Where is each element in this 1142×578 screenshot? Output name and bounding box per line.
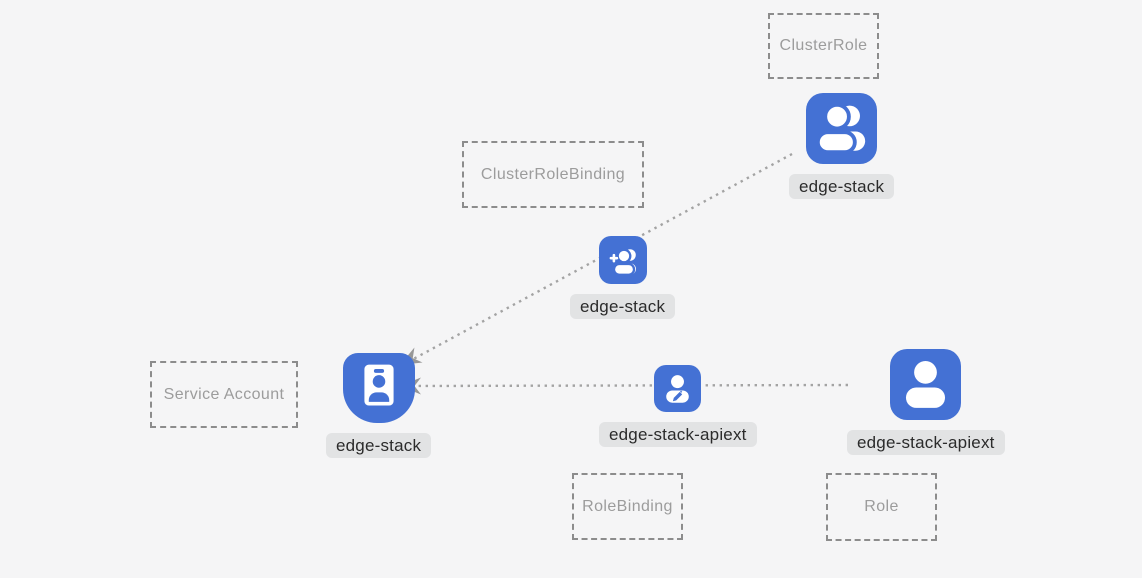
- user-add-icon[interactable]: [598, 236, 647, 284]
- type-box-label: ClusterRole: [779, 37, 868, 54]
- type-box-clusterrolebinding: ClusterRoleBinding: [462, 141, 644, 208]
- node-rolebinding[interactable]: edge-stack-apiext: [599, 365, 757, 448]
- type-box-clusterrole: ClusterRole: [768, 13, 879, 79]
- id-badge-icon-glyph: [363, 364, 394, 406]
- node-clusterrole-subject[interactable]: edge-stack: [789, 93, 895, 200]
- user-edit-icon-glyph: [666, 375, 690, 403]
- node-label: edge-stack: [789, 174, 895, 200]
- node-serviceaccount[interactable]: edge-stack: [326, 353, 432, 459]
- user-icon[interactable]: [890, 349, 962, 420]
- node-label: edge-stack-apiext: [599, 422, 757, 448]
- users-icon[interactable]: [806, 93, 878, 164]
- type-box-label: Role: [864, 498, 899, 515]
- node-label: edge-stack: [326, 433, 432, 459]
- node-label: edge-stack: [570, 294, 676, 320]
- node-clusterrolebinding[interactable]: edge-stack: [570, 236, 676, 320]
- type-box-label: RoleBinding: [582, 497, 673, 515]
- connector-clusterrole-to-serviceaccount: [405, 152, 793, 365]
- user-add-icon-glyph: [609, 248, 636, 276]
- node-label: edge-stack-apiext: [847, 430, 1005, 456]
- type-box-role: Role: [826, 473, 937, 541]
- node-role-subject[interactable]: edge-stack-apiext: [847, 349, 1005, 456]
- type-box-label: ClusterRoleBinding: [480, 165, 626, 183]
- type-box-label: Service Account: [163, 385, 285, 403]
- type-box-serviceaccount: Service Account: [150, 361, 298, 428]
- id-badge-icon[interactable]: [342, 353, 415, 423]
- users-icon-glyph: [815, 102, 866, 155]
- user-icon-glyph: [906, 360, 946, 408]
- user-edit-icon[interactable]: [654, 365, 702, 412]
- type-box-rolebinding: RoleBinding: [572, 473, 683, 540]
